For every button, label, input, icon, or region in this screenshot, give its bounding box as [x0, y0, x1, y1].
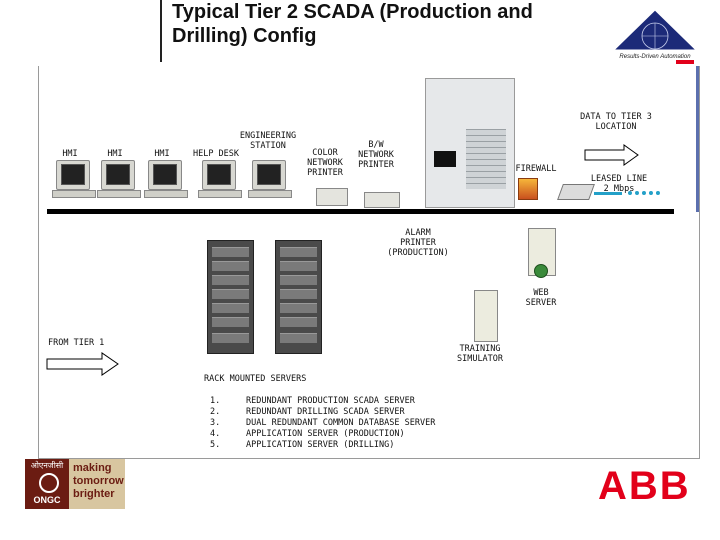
server-list-item: REDUNDANT PRODUCTION SCADA SERVER	[246, 396, 415, 406]
abb-emblem: Results-Driven Automation	[610, 6, 700, 62]
server-list-item: REDUNDANT DRILLING SCADA SERVER	[246, 407, 405, 417]
rack-servers-caption: RACK MOUNTED SERVERS	[204, 374, 307, 384]
diagram-frame	[38, 66, 700, 459]
server-list-item: DUAL REDUNDANT COMMON DATABASE SERVER	[246, 418, 436, 428]
rack-server-2	[275, 240, 322, 354]
server-list-num: 1.	[210, 396, 221, 406]
web-server-label: WEB SERVER	[525, 288, 557, 308]
server-list-item: APPLICATION SERVER (PRODUCTION)	[246, 429, 405, 439]
bw-printer-icon	[364, 192, 400, 208]
rack-server-1	[207, 240, 254, 354]
modem-icon	[557, 184, 595, 200]
slogan-line: brighter	[73, 488, 115, 500]
from-tier1-label: FROM TIER 1	[48, 338, 105, 348]
bw-printer-label: B/W NETWORK PRINTER	[358, 140, 394, 170]
server-list-num: 3.	[210, 418, 221, 428]
server-list-item: APPLICATION SERVER (DRILLING)	[246, 440, 395, 450]
ongc-hindi: ओएनजीसी	[30, 461, 64, 470]
training-simulator-label: TRAINING SIMULATOR	[456, 344, 504, 364]
abb-logo: ABB	[598, 464, 691, 508]
ongc-ring-icon	[39, 473, 59, 493]
slogan-line: making	[73, 462, 112, 474]
abb-mini-mark	[676, 60, 694, 64]
firewall-icon	[518, 178, 538, 200]
server-list-numbers: 1. 2. 3. 4. 5.	[210, 396, 240, 451]
slogan-line: tomorrow	[73, 475, 124, 487]
hmi-3-label: HMI	[154, 149, 170, 159]
title-line-2: Drilling) Config	[172, 25, 317, 47]
leased-line-label: LEASED LINE 2 Mbps	[590, 174, 648, 194]
ongc-emblem: ओएनजीसी ONGC	[25, 459, 69, 509]
arrow-right-icon	[46, 352, 119, 376]
data-tier3-label: DATA TO TIER 3 LOCATION	[580, 112, 652, 132]
title-line-1: Typical Tier 2 SCADA (Production and	[172, 1, 533, 23]
server-list-num: 2.	[210, 407, 221, 417]
frame-accent	[696, 66, 699, 212]
tagline: Results-Driven Automation	[619, 54, 691, 60]
help-desk-label: HELP DESK	[192, 149, 240, 159]
color-printer-label: COLOR NETWORK PRINTER	[307, 148, 343, 178]
training-simulator-tower	[474, 290, 498, 342]
ongc-name: ONGC	[33, 495, 61, 505]
server-list: REDUNDANT PRODUCTION SCADA SERVER REDUND…	[246, 396, 506, 451]
leased-line-link	[594, 192, 622, 195]
cabinet-ports	[466, 129, 506, 189]
triangle-logo-icon	[612, 9, 698, 51]
hmi-1-label: HMI	[62, 149, 78, 159]
arrow-right-icon	[584, 144, 639, 166]
leased-line-dots	[628, 191, 660, 199]
hmi-2-label: HMI	[107, 149, 123, 159]
server-list-num: 4.	[210, 429, 221, 439]
network-switch-cabinet	[425, 78, 515, 208]
ongc-logo: ओएनजीसी ONGC making tomorrow brighter	[25, 459, 125, 509]
server-list-num: 5.	[210, 440, 221, 450]
ongc-slogan: making tomorrow brighter	[73, 462, 125, 501]
alarm-printer-label: ALARM PRINTER (PRODUCTION)	[387, 228, 449, 258]
firewall-label: FIREWALL	[515, 164, 557, 174]
engineering-station-label: ENGINEERING STATION	[239, 131, 297, 151]
cabinet-display	[434, 151, 456, 167]
color-printer-icon	[316, 188, 348, 206]
network-bus	[47, 209, 674, 214]
header-divider	[160, 0, 162, 62]
slide-title: Typical Tier 2 SCADA (Production and Dri…	[172, 0, 602, 48]
globe-icon	[534, 264, 548, 278]
